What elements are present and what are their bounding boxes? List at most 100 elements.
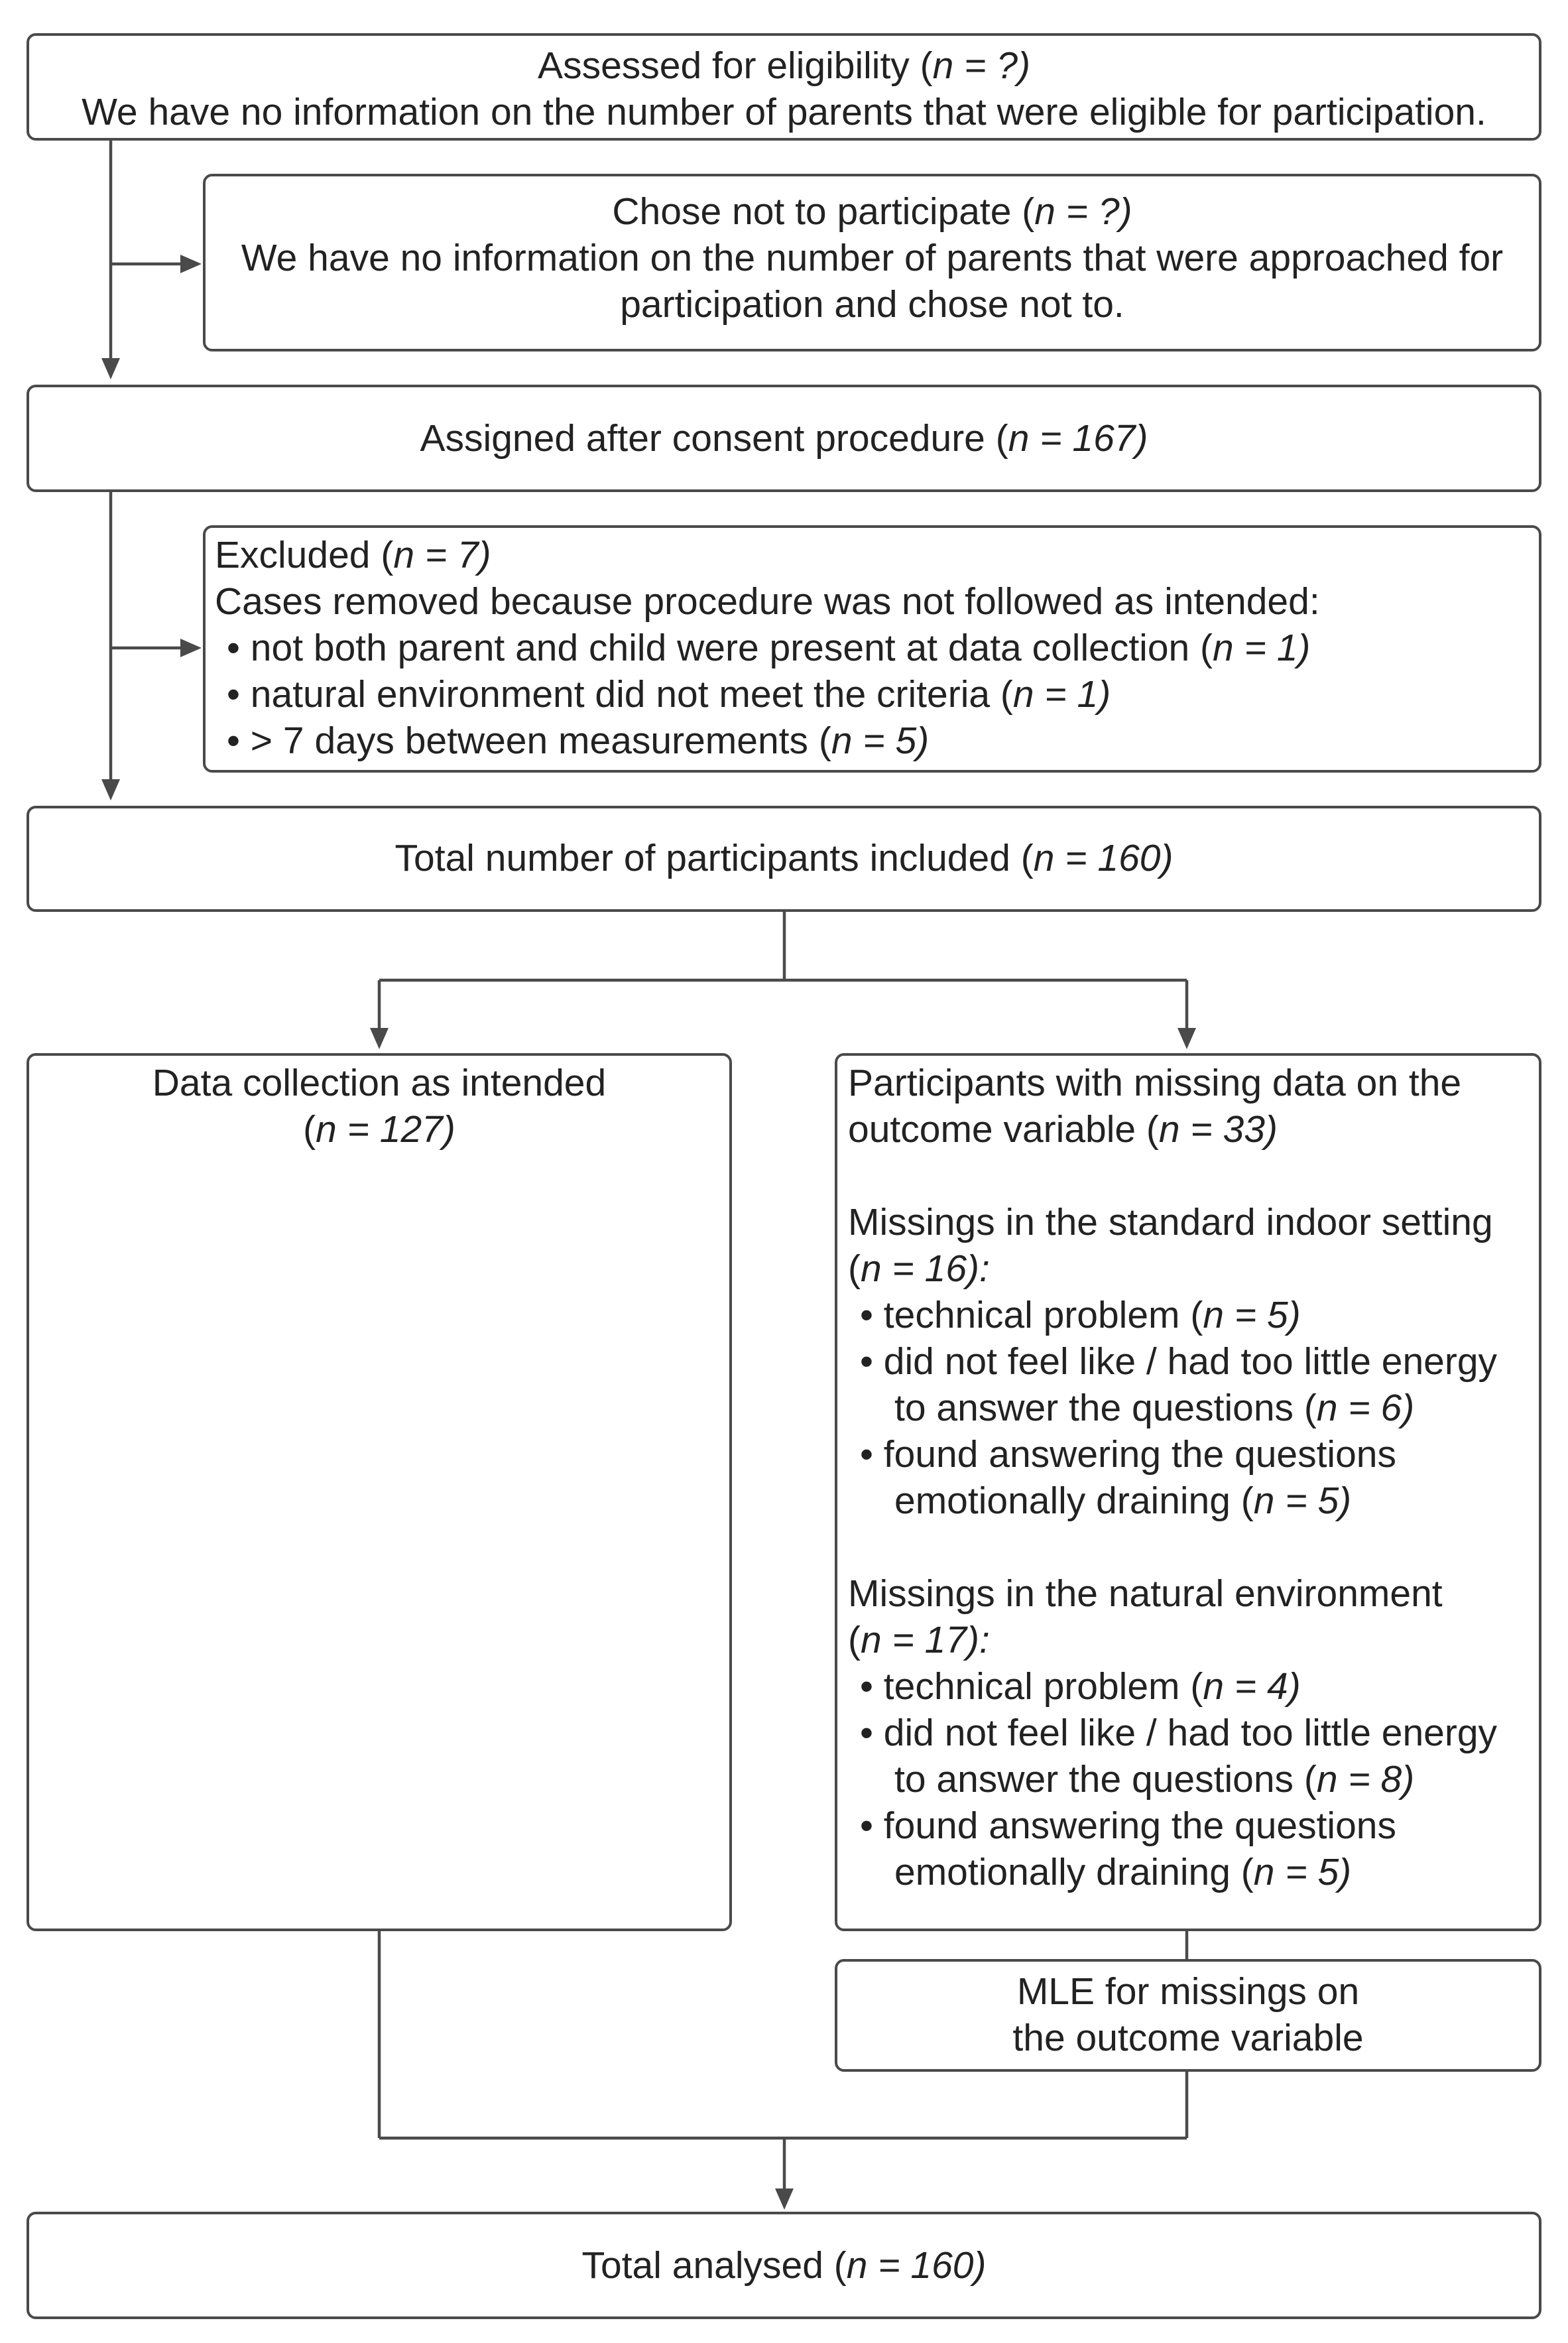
assigned-box: Assigned after consent procedure (n = 16… [27, 385, 1541, 492]
declined-box: Chose not to participate (n = ?) We have… [203, 174, 1541, 351]
bullet: • [860, 1433, 884, 1476]
bullet: • [860, 1805, 884, 1847]
arrowhead-to-analysed [775, 2188, 794, 2210]
analysed-n: n = 160) [846, 2244, 987, 2287]
indoor-heading: Missings in the standard indoor setting [848, 1201, 1493, 1243]
indoor-item-text: to answer the questions ( [894, 1387, 1317, 1429]
indoor-item-text: found answering the questions [883, 1433, 1396, 1476]
arrowhead-to-intended [370, 1028, 389, 1049]
natural-item-n: n = 4) [1203, 1665, 1301, 1708]
natural-item-n: n = 8) [1316, 1758, 1415, 1801]
arrowhead-to-included [101, 779, 120, 800]
mle-box: MLE for missings on the outcome variable [835, 1959, 1541, 2072]
indoor-n-open: ( [848, 1247, 861, 1290]
assessed-note: We have no information on the number of … [82, 91, 1486, 133]
analysed-title: Total analysed (n = 160) [29, 2242, 1539, 2289]
assessed-box: Assessed for eligibility (n = ?) We have… [27, 33, 1541, 141]
excluded-title: Excluded (n = 7) [215, 532, 1539, 578]
bullet: • [860, 1294, 884, 1336]
declined-n: n = ?) [1034, 190, 1132, 233]
declined-note-1: We have no information on the number of … [241, 237, 1504, 279]
indoor-item-text: did not feel like / had too little energ… [883, 1340, 1498, 1383]
excluded-item-n: n = 1) [1213, 627, 1311, 669]
natural-heading: Missings in the natural environment [848, 1572, 1443, 1615]
assigned-n: n = 167) [1008, 417, 1148, 460]
natural-n-open: ( [848, 1619, 861, 1661]
indoor-item-cont: to answer the questions (n = 6) [848, 1385, 1539, 1431]
bullet: • [860, 1665, 884, 1708]
analysed-label: Total analysed ( [581, 2244, 847, 2287]
declined-label: Chose not to participate ( [612, 190, 1035, 233]
bullet: • [860, 1340, 884, 1383]
excluded-item-text: not both parent and child were present a… [250, 627, 1213, 669]
missing-title-2: outcome variable (n = 33) [848, 1106, 1539, 1153]
intended-box: Data collection as intended (n = 127) [27, 1053, 732, 1931]
natural-item-cont: emotionally draining (n = 5) [848, 1849, 1539, 1895]
bullet: • [227, 720, 251, 762]
natural-item-text: technical problem ( [883, 1665, 1203, 1708]
missing-n: n = 33) [1158, 1108, 1278, 1151]
included-label: Total number of participants included ( [394, 837, 1034, 879]
included-box: Total number of participants included (n… [27, 806, 1541, 912]
indoor-item-cont: emotionally draining (n = 5) [848, 1478, 1539, 1524]
assigned-title: Assigned after consent procedure (n = 16… [29, 415, 1539, 462]
natural-item: • technical problem (n = 4) [848, 1663, 1539, 1710]
assigned-label: Assigned after consent procedure ( [420, 417, 1008, 460]
excluded-item: • > 7 days between measurements (n = 5) [215, 718, 1539, 764]
natural-item-n: n = 5) [1253, 1851, 1352, 1893]
assessed-title: Assessed for eligibility (n = ?) [29, 42, 1539, 89]
natural-item-text: emotionally draining ( [894, 1851, 1254, 1893]
natural-n: n = 17): [860, 1619, 990, 1661]
indoor-item: • technical problem (n = 5) [848, 1292, 1539, 1338]
missing-title-1: Participants with missing data on the [848, 1062, 1462, 1104]
assessed-n: n = ?) [932, 44, 1030, 87]
intended-n-open: ( [303, 1108, 316, 1151]
arrowhead-to-excluded [180, 639, 202, 657]
natural-item: • found answering the questions [848, 1803, 1539, 1849]
spacer [848, 1153, 1539, 1199]
analysed-box: Total analysed (n = 160) [27, 2212, 1541, 2319]
indoor-item: • did not feel like / had too little ene… [848, 1338, 1539, 1385]
excluded-n: n = 7) [393, 534, 491, 576]
arrowhead-to-declined [180, 255, 202, 273]
assessed-label: Assessed for eligibility ( [538, 44, 933, 87]
indoor-item: • found answering the questions [848, 1431, 1539, 1478]
indoor-item-text: emotionally draining ( [894, 1480, 1254, 1522]
excluded-item-n: n = 5) [831, 720, 930, 762]
natural-item-cont: to answer the questions (n = 8) [848, 1756, 1539, 1803]
bullet: • [227, 673, 251, 716]
bullet: • [227, 627, 251, 669]
missing-box: Participants with missing data on the ou… [835, 1053, 1541, 1931]
bullet: • [860, 1712, 884, 1754]
excluded-item-text: natural environment did not meet the cri… [250, 673, 1013, 716]
indoor-item-n: n = 6) [1316, 1387, 1415, 1429]
arrowhead-to-missing [1177, 1028, 1196, 1049]
intended-count: (n = 127) [29, 1106, 729, 1153]
natural-item-text: found answering the questions [883, 1805, 1396, 1847]
excluded-box: Excluded (n = 7) Cases removed because p… [203, 525, 1541, 773]
mle-line-1: MLE for missings on [1016, 1970, 1360, 2013]
mle-line-2: the outcome variable [1012, 2017, 1364, 2059]
declined-note-2: participation and chose not to. [620, 283, 1124, 326]
included-n: n = 160) [1033, 837, 1174, 879]
excluded-item-text: > 7 days between measurements ( [250, 720, 831, 762]
natural-item-text: did not feel like / had too little energ… [883, 1712, 1498, 1754]
intended-title: Data collection as intended [152, 1062, 607, 1104]
natural-item-text: to answer the questions ( [894, 1758, 1317, 1801]
excluded-reason: Cases removed because procedure was not … [215, 580, 1320, 623]
indoor-item-n: n = 5) [1253, 1480, 1352, 1522]
indoor-count: (n = 16): [848, 1245, 1539, 1292]
spacer [848, 1524, 1539, 1570]
excluded-label: Excluded ( [215, 534, 394, 576]
missing-title-text: outcome variable ( [848, 1108, 1159, 1151]
excluded-item: • natural environment did not meet the c… [215, 671, 1539, 718]
included-title: Total number of participants included (n… [29, 835, 1539, 881]
indoor-item-text: technical problem ( [883, 1294, 1203, 1336]
arrowhead-to-assigned [101, 358, 120, 379]
excluded-item-n: n = 1) [1012, 673, 1111, 716]
excluded-item: • not both parent and child were present… [215, 625, 1539, 671]
natural-count: (n = 17): [848, 1617, 1539, 1663]
intended-n: n = 127) [316, 1108, 455, 1151]
indoor-n: n = 16): [860, 1247, 990, 1290]
